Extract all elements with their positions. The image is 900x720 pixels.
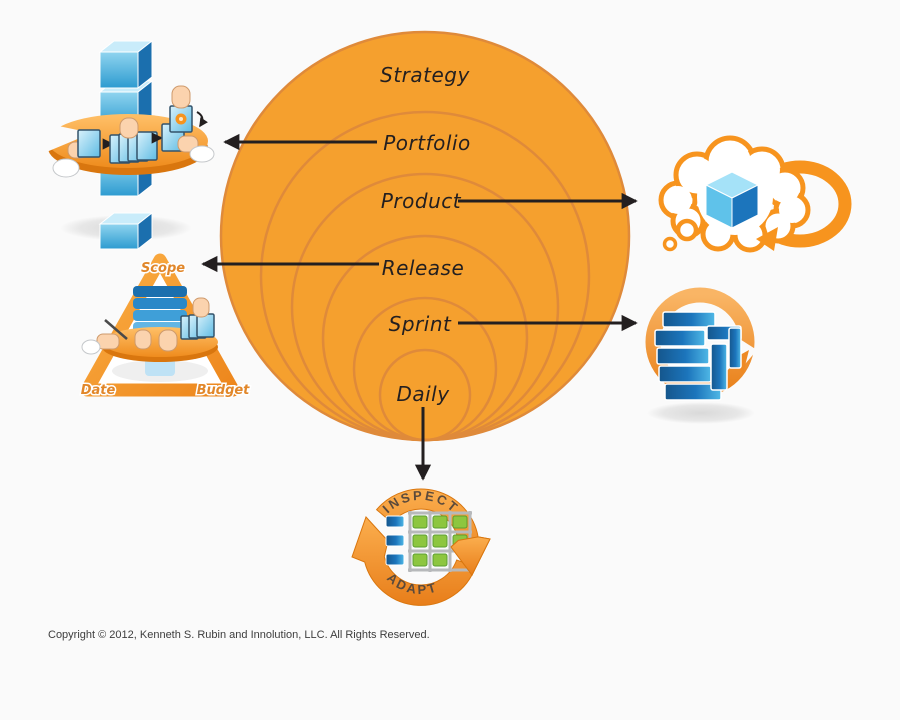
- inspect-arrowhead: [450, 536, 491, 576]
- thought-bubble-tiny: [662, 236, 678, 252]
- cuff: [189, 145, 215, 163]
- card-stack: [180, 313, 215, 340]
- loop-arrowhead: [756, 227, 778, 251]
- board-task-cards: [412, 515, 468, 567]
- triangle-label-scope: Scope: [141, 261, 185, 276]
- hand: [158, 329, 178, 352]
- task-blocks: [654, 311, 742, 401]
- connector-arrows: [201, 133, 638, 481]
- hand: [192, 297, 210, 318]
- pen: [104, 319, 128, 340]
- label-portfolio: Portfolio: [383, 131, 471, 155]
- label-product: Product: [381, 189, 462, 213]
- product-cube: [704, 171, 760, 229]
- copyright-notice: Copyright © 2012, Kenneth S. Rubin and I…: [48, 629, 430, 641]
- hand: [134, 329, 152, 350]
- adapt-arrow: [351, 516, 477, 606]
- label-sprint: Sprint: [389, 312, 452, 336]
- circle-daily: [378, 348, 472, 442]
- hand: [171, 85, 191, 109]
- rotate-arrow: [196, 111, 208, 128]
- label-daily: Daily: [396, 382, 450, 406]
- release-scope-date-budget-triangle-icon: Scope Date Budget: [79, 253, 252, 400]
- shadow: [647, 402, 755, 424]
- card-fan: [109, 131, 158, 164]
- label-release: Release: [382, 256, 465, 280]
- hand: [119, 117, 139, 139]
- cuff: [52, 158, 80, 178]
- inspect-adapt-cycle-icon: INSPECT ADAPT: [351, 488, 491, 606]
- portfolio-planning-table-icon: [44, 39, 215, 251]
- board-rows: [385, 515, 405, 566]
- label-strategy: Strategy: [380, 63, 470, 87]
- product-vision-thought-bubble-icon: [658, 135, 852, 253]
- card: [77, 129, 101, 158]
- triangle-label-budget: Budget: [197, 383, 251, 398]
- sprint-backlog-loop-icon: [645, 287, 757, 424]
- cuff: [81, 339, 101, 355]
- hand: [177, 135, 199, 153]
- triangle-label-date: Date: [81, 383, 116, 398]
- thought-bubble-small: [675, 218, 699, 242]
- planning-onion: Strategy Portfolio Product Release Sprin…: [219, 30, 631, 442]
